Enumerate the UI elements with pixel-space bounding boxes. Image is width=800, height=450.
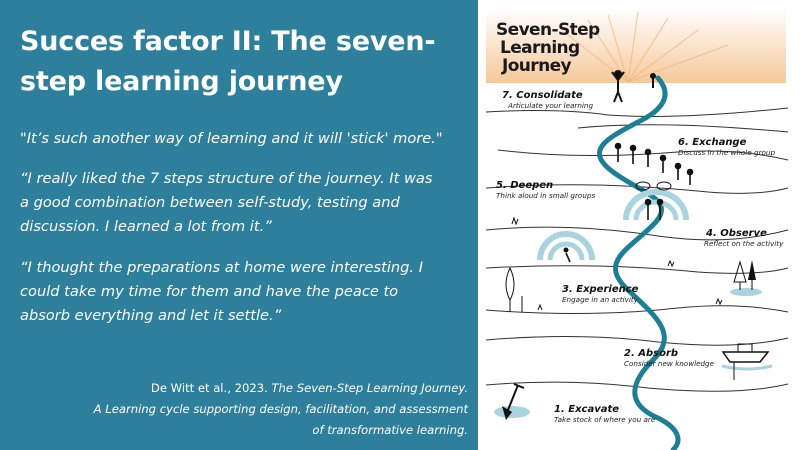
terrace-lines <box>485 107 789 392</box>
citation-authors: De Witt et al., 2023. <box>150 381 268 395</box>
boat-icon <box>721 343 773 380</box>
shovel-icon <box>494 383 530 420</box>
step-4-title: 4. Observe <box>705 228 767 239</box>
quote-2-line-2: a good combination between self-study, t… <box>20 194 400 211</box>
journey-illustration: Seven-Step Learning Journey 7. Consolida… <box>478 0 800 450</box>
citation-line-3: of transformative learning. <box>312 423 468 437</box>
quote-2-line-3: discussion. I learned a lot from it.” <box>20 218 272 235</box>
step-1-title: 1. Excavate <box>554 404 619 415</box>
step-7-title: 7. Consolidate <box>502 90 583 101</box>
quote-1: "It’s such another way of learning and i… <box>20 127 475 151</box>
trees-icon <box>730 260 762 296</box>
poster-title-line-2: Learning <box>500 38 580 58</box>
small-group-icon <box>623 181 689 221</box>
step-4-subtitle: Reflect on the activity <box>704 239 784 248</box>
citation: De Witt et al., 2023. The Seven-Step Lea… <box>8 378 468 441</box>
journey-path <box>597 75 681 450</box>
poster-title-line-1: Seven-Step <box>496 20 600 40</box>
step-3-title: 3. Experience <box>562 284 639 295</box>
sunrise-glow <box>486 8 786 83</box>
summit-figures-icon <box>611 70 656 103</box>
step-1-subtitle: Take stock of where you are <box>554 415 656 424</box>
journey-drawing: Seven-Step Learning Journey 7. Consolida… <box>485 8 789 450</box>
quote-3: “I thought the preparations at home were… <box>20 256 475 328</box>
quote-2: “I really liked the 7 steps structure of… <box>20 167 475 239</box>
quote-3-line-1: “I thought the preparations at home were… <box>20 259 424 276</box>
quote-3-line-3: absorb everything and let it settle.” <box>20 307 282 324</box>
citation-title: The Seven-Step Learning Journey. <box>271 381 468 395</box>
step-2-subtitle: Consider new knowledge <box>624 359 715 368</box>
quote-1-line-1: "It’s such another way of learning and i… <box>20 130 443 147</box>
quote-3-line-2: could take my time for them and have the… <box>20 283 399 300</box>
slide-title-line-2: step learning journey <box>20 66 343 97</box>
text-panel: Succes factor II: The seven- step learni… <box>8 22 475 441</box>
sun-rays <box>567 11 729 83</box>
step-3-subtitle: Engage in an activity <box>562 295 639 304</box>
grass-decoration <box>511 216 723 311</box>
quote-2-line-1: “I really liked the 7 steps structure of… <box>20 170 433 187</box>
poster-title-line-3: Journey <box>501 56 572 76</box>
step-6-title: 6. Exchange <box>678 137 747 148</box>
step-7-subtitle: Articulate your learning <box>507 101 593 110</box>
step-6-subtitle: Discuss in the whole group <box>678 148 775 157</box>
group-discussion-icon <box>614 142 694 185</box>
step-5-subtitle: Think aloud in small groups <box>496 191 595 200</box>
step-2-title: 2. Absorb <box>624 348 678 359</box>
slide-title: Succes factor II: The seven- step learni… <box>20 22 465 102</box>
tree-icon <box>505 266 523 312</box>
step-5-title: 5. Deepen <box>496 180 553 191</box>
citation-line-2: A Learning cycle supporting design, faci… <box>93 402 468 416</box>
reflection-arch-icon <box>537 231 595 263</box>
slide-title-line-1: Succes factor II: The seven- <box>20 26 436 57</box>
